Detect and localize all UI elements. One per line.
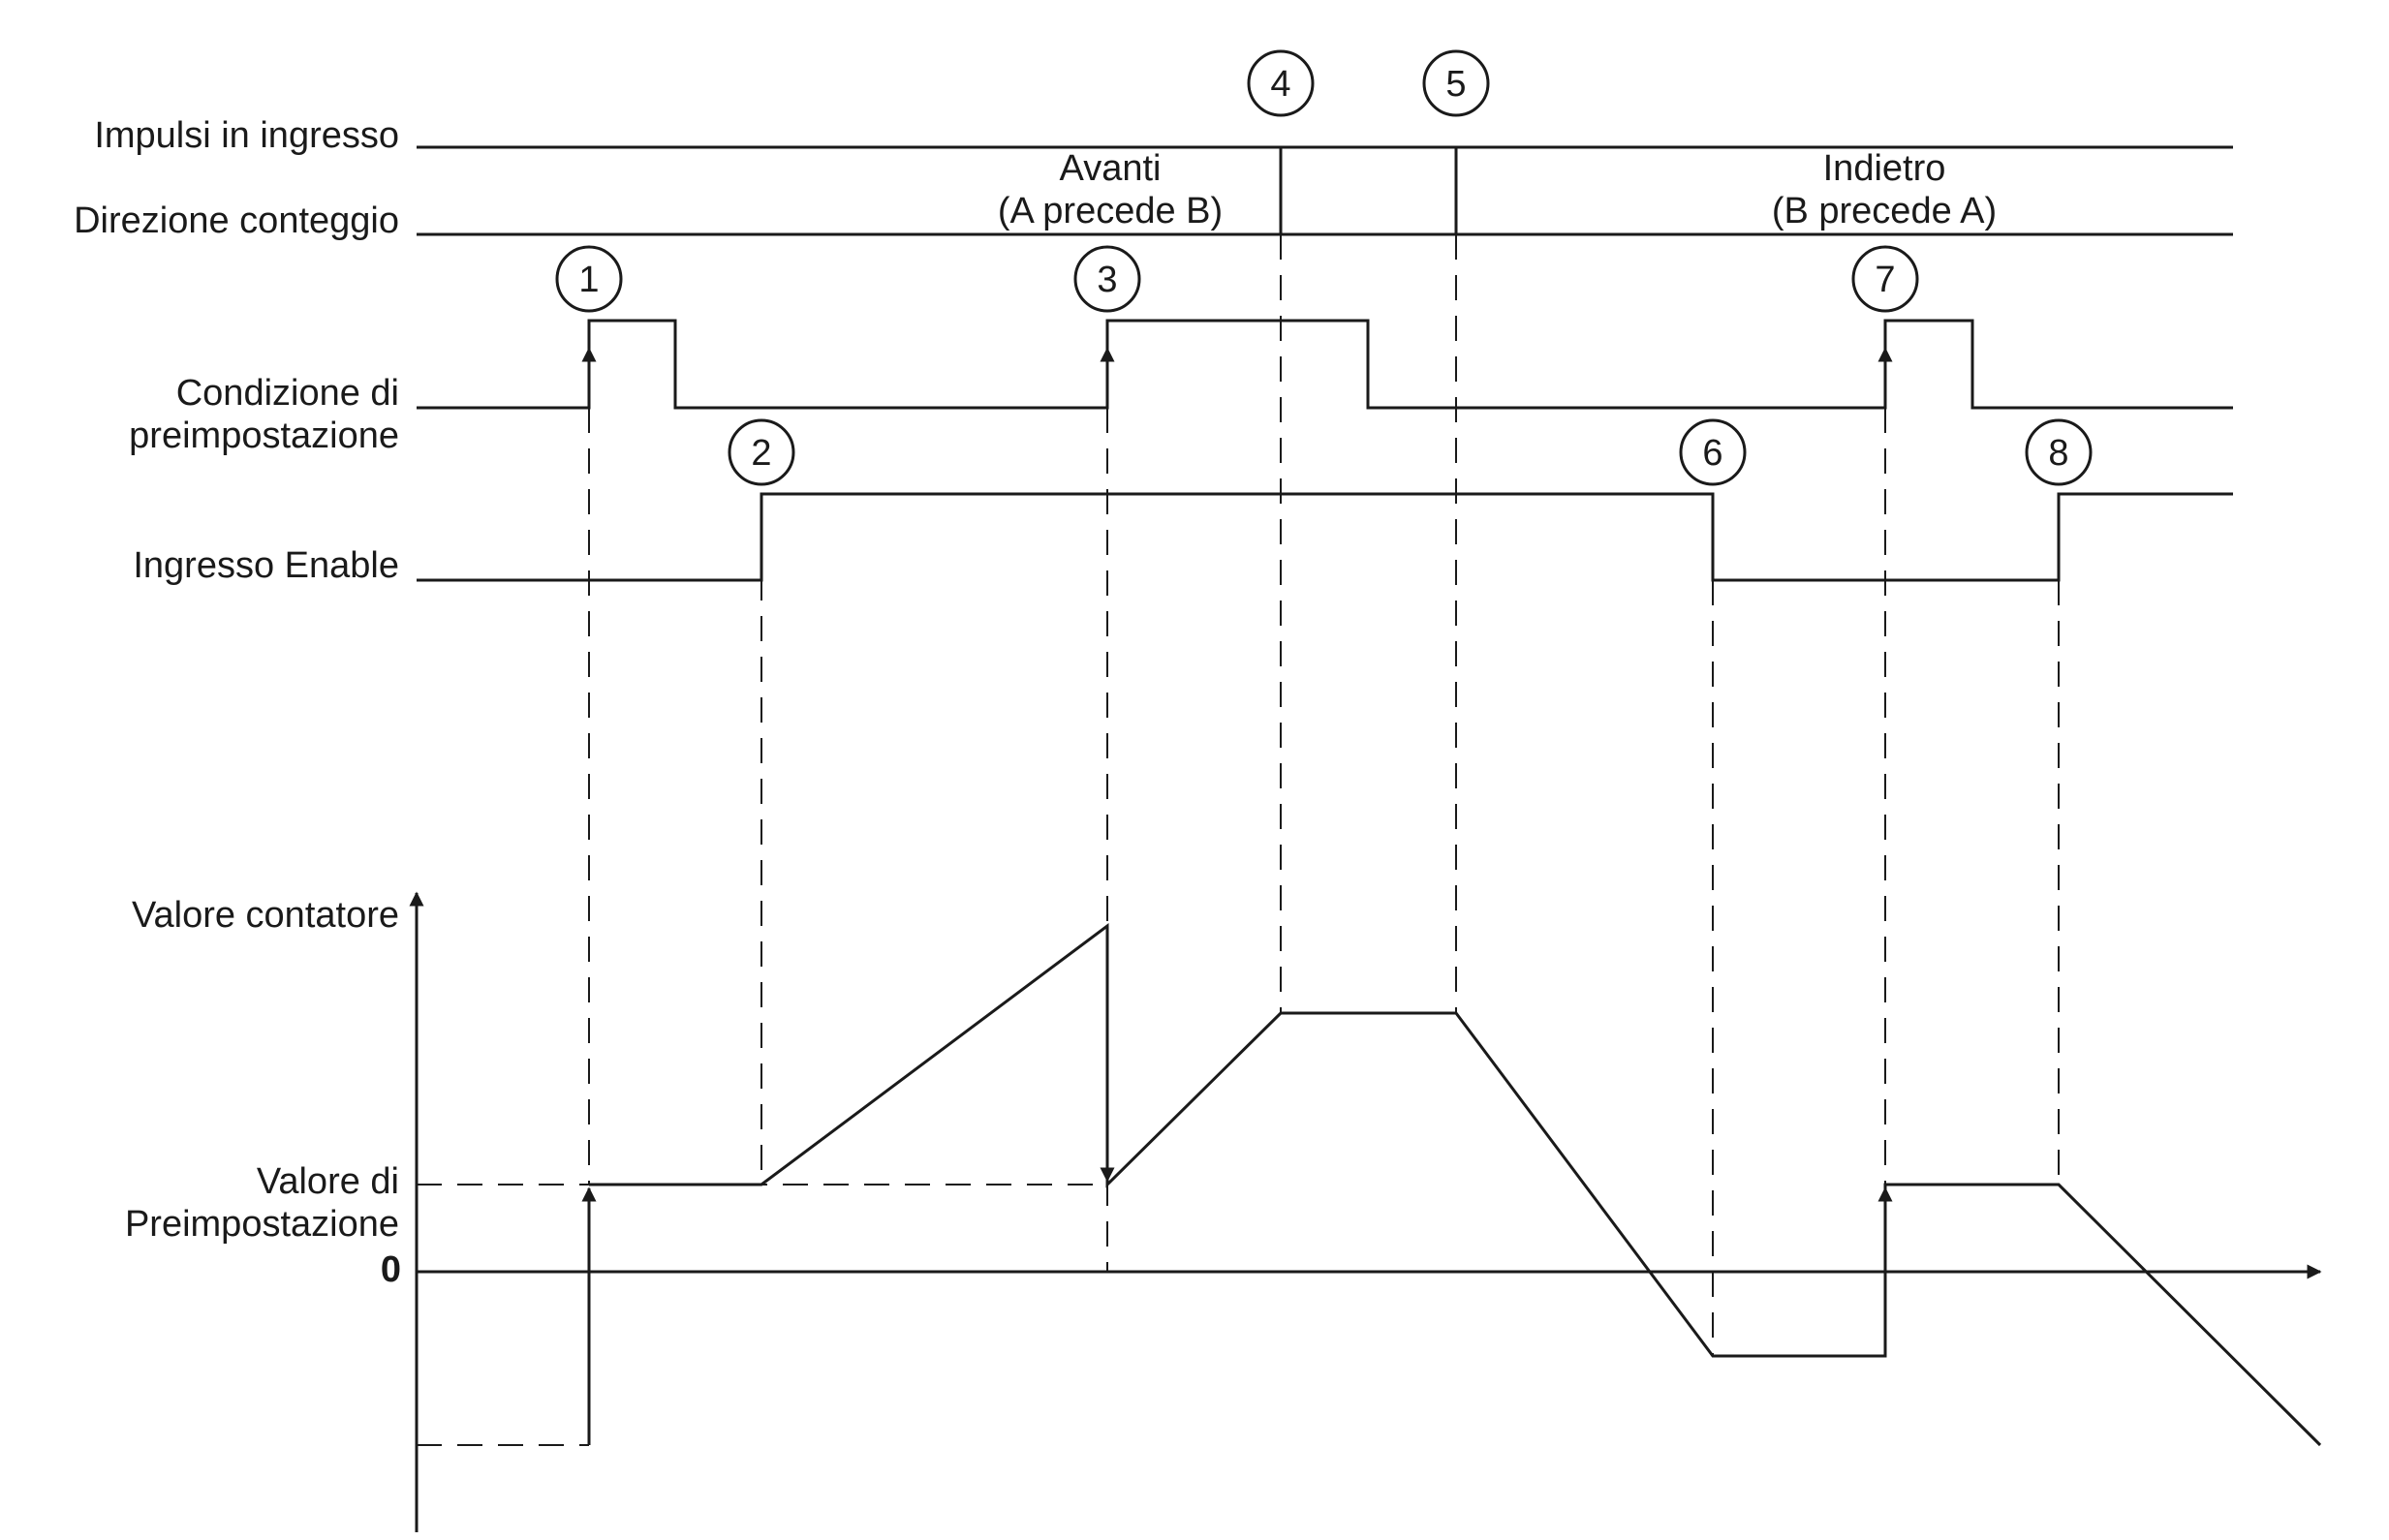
svg-text:5: 5 bbox=[1445, 64, 1466, 105]
enable-trace bbox=[417, 492, 2233, 582]
label-preimpostazione-value: Preimpostazione bbox=[125, 1204, 399, 1245]
marker-6: 6 bbox=[1679, 418, 1747, 486]
label-impulsi-in-ingresso: Impulsi in ingresso bbox=[94, 115, 399, 156]
svg-text:2: 2 bbox=[751, 433, 771, 474]
svg-text:1: 1 bbox=[578, 260, 599, 300]
label-valore-di: Valore di bbox=[257, 1161, 399, 1202]
label-valore-contatore: Valore contatore bbox=[132, 895, 399, 936]
label-avanti: Avanti bbox=[1060, 148, 1162, 189]
direzione-trace bbox=[417, 145, 2233, 236]
svg-text:7: 7 bbox=[1875, 260, 1895, 300]
label-b-precede-a: (B precede A) bbox=[1772, 191, 1997, 231]
counter-value-trace bbox=[589, 923, 2322, 1447]
marker-8: 8 bbox=[2025, 418, 2093, 486]
label-zero: 0 bbox=[381, 1249, 401, 1290]
preset-condition-trace bbox=[417, 319, 2233, 410]
marker-4: 4 bbox=[1247, 49, 1315, 117]
marker-1: 1 bbox=[555, 245, 623, 313]
label-a-precede-b: (A precede B) bbox=[998, 191, 1223, 231]
label-preimpostazione: preimpostazione bbox=[129, 416, 399, 456]
svg-text:6: 6 bbox=[1702, 433, 1722, 474]
marker-3: 3 bbox=[1073, 245, 1141, 313]
svg-text:3: 3 bbox=[1097, 260, 1117, 300]
impulsi-trace bbox=[417, 145, 2233, 236]
label-indietro: Indietro bbox=[1823, 148, 1946, 189]
marker-2: 2 bbox=[728, 418, 795, 486]
svg-text:4: 4 bbox=[1270, 64, 1290, 105]
label-condizione-di: Condizione di bbox=[176, 373, 399, 414]
label-ingresso-enable: Ingresso Enable bbox=[133, 545, 399, 586]
marker-7: 7 bbox=[1851, 245, 1919, 313]
marker-5: 5 bbox=[1422, 49, 1490, 117]
label-direzione-conteggio: Direzione conteggio bbox=[74, 200, 399, 241]
svg-text:8: 8 bbox=[2048, 433, 2068, 474]
